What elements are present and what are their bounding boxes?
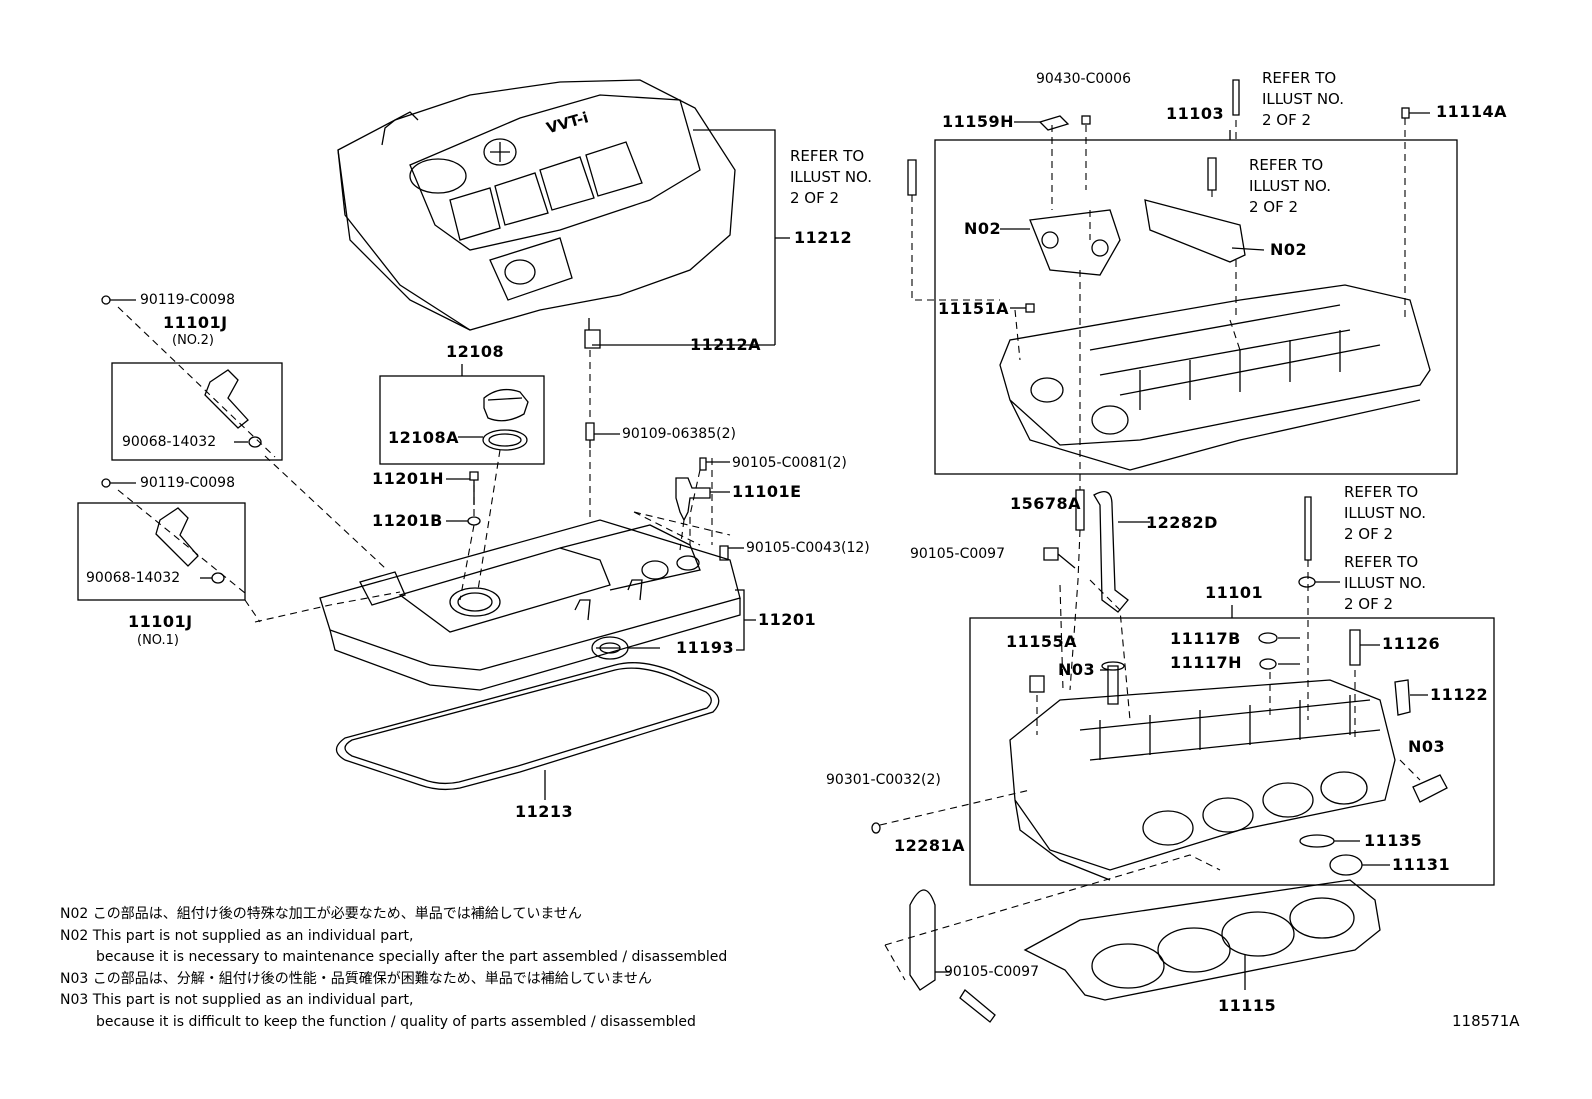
- cam-sensor-illustration: [675, 477, 730, 522]
- part-label-12108[interactable]: 12108: [446, 342, 505, 361]
- ocv-no2-tag: (NO.2): [172, 333, 214, 348]
- part-label-11101J-no2[interactable]: 11101J: [163, 313, 228, 332]
- refer-line-3: 2 OF 2: [1344, 595, 1394, 613]
- footnotes: N02 この部品は、組付け後の特殊な加工が必要なため、単品では補給していません …: [60, 904, 727, 1033]
- gasket-11193-illustration: [591, 636, 660, 660]
- part-label-11101J-no1[interactable]: 11101J: [128, 612, 193, 631]
- refer-note-bolt-2: REFER TO ILLUST NO. 2 OF 2: [1344, 482, 1426, 545]
- refer-line-3: 2 OF 2: [790, 189, 840, 207]
- engine-cover-illustration: [337, 79, 790, 349]
- note-n03-en-2: because it is difficult to keep the func…: [96, 1013, 696, 1030]
- part-label-11101E[interactable]: 11101E: [732, 482, 802, 501]
- part-label-11117H[interactable]: 11117H: [1170, 653, 1243, 672]
- refer-line-2: ILLUST NO.: [1344, 574, 1427, 592]
- part-label-90109[interactable]: 90109-06385(2): [622, 426, 736, 442]
- part-label-11117B[interactable]: 11117B: [1170, 629, 1241, 648]
- note-n02-en-1: N02 This part is not supplied as an indi…: [60, 927, 414, 944]
- part-label-11159H[interactable]: 11159H: [942, 112, 1015, 131]
- refer-note-bolt: REFER TO ILLUST NO. 2 OF 2: [1249, 155, 1331, 218]
- note-n03-jp: N03 この部品は、分解・組付け後の性能・品質確保が困難なため、単品では補給して…: [60, 970, 652, 987]
- ocv-no2-illustration: [101, 295, 283, 461]
- n02-label-a: N02: [964, 219, 1002, 238]
- refer-line-2: ILLUST NO.: [1249, 177, 1332, 195]
- assembly-leader-lines: [117, 118, 1421, 981]
- note-n02-en-2: because it is necessary to maintenance s…: [96, 949, 728, 965]
- refer-line-3: 2 OF 2: [1344, 525, 1394, 543]
- refer-line-2: ILLUST NO.: [1344, 504, 1427, 522]
- camshaft-housing-illustration: [907, 79, 1458, 475]
- part-label-12281A[interactable]: 12281A: [894, 836, 966, 855]
- part-label-90068-a[interactable]: 90068-14032: [122, 434, 217, 450]
- diagram-id: 118571A: [1452, 1012, 1520, 1030]
- engine-hanger-12282D-illustration: [1043, 489, 1150, 613]
- part-label-90105-c0043[interactable]: 90105-C0043(12): [746, 540, 870, 556]
- refer-line-1: REFER TO: [1249, 156, 1324, 174]
- engine-hanger-12281A-illustration: [909, 889, 996, 1023]
- part-label-12108A[interactable]: 12108A: [388, 428, 460, 447]
- refer-line-1: REFER TO: [790, 147, 865, 165]
- refer-line-2: ILLUST NO.: [1262, 90, 1345, 108]
- part-label-11213[interactable]: 11213: [515, 802, 574, 821]
- head-cover-bolts-illustration: [446, 422, 744, 561]
- note-n03-en-1: N03 This part is not supplied as an indi…: [60, 992, 414, 1008]
- part-label-11115[interactable]: 11115: [1218, 996, 1277, 1015]
- part-label-90301[interactable]: 90301-C0032(2): [826, 772, 941, 788]
- part-label-11103[interactable]: 11103: [1166, 104, 1225, 123]
- note-n02-jp: N02 この部品は、組付け後の特殊な加工が必要なため、単品では補給していません: [60, 906, 582, 922]
- ocv-no1-illustration: [77, 478, 246, 601]
- cylinder-head-illustration: [871, 496, 1495, 886]
- part-label-11101[interactable]: 11101: [1205, 583, 1264, 602]
- part-label-11131[interactable]: 11131: [1392, 855, 1451, 874]
- refer-note-washer: REFER TO ILLUST NO. 2 OF 2: [1344, 552, 1426, 615]
- part-label-11201H[interactable]: 11201H: [372, 469, 445, 488]
- part-label-15678A[interactable]: 15678A: [1010, 494, 1082, 513]
- refer-line-3: 2 OF 2: [1262, 111, 1312, 129]
- refer-note-11103: REFER TO ILLUST NO. 2 OF 2: [1262, 68, 1344, 131]
- part-label-11212[interactable]: 11212: [794, 228, 853, 247]
- part-label-11193[interactable]: 11193: [676, 638, 735, 657]
- part-label-12282D[interactable]: 12282D: [1146, 513, 1218, 532]
- part-label-11151A[interactable]: 11151A: [938, 299, 1010, 318]
- refer-line-2: ILLUST NO.: [790, 168, 873, 186]
- part-label-90119-b[interactable]: 90119-C0098: [140, 475, 235, 491]
- refer-line-1: REFER TO: [1262, 69, 1337, 87]
- part-label-90068-b[interactable]: 90068-14032: [86, 570, 181, 586]
- oil-filler-cap-illustration: [379, 364, 545, 465]
- n02-label-b: N02: [1270, 240, 1308, 259]
- part-label-11201[interactable]: 11201: [758, 610, 817, 629]
- part-label-90105-c0097-a[interactable]: 90105-C0097: [910, 546, 1005, 562]
- part-label-90430[interactable]: 90430-C0006: [1036, 71, 1131, 87]
- part-label-90105-c0097-b[interactable]: 90105-C0097: [944, 964, 1039, 980]
- head-gasket-illustration: [1023, 879, 1381, 1001]
- n03-label-a: N03: [1058, 660, 1096, 679]
- part-label-11155A[interactable]: 11155A: [1006, 632, 1078, 651]
- part-label-90105-c0081[interactable]: 90105-C0081(2): [732, 455, 847, 471]
- part-label-11126[interactable]: 11126: [1382, 634, 1441, 653]
- part-label-11114A[interactable]: 11114A: [1436, 102, 1508, 121]
- refer-note-cover: REFER TO ILLUST NO. 2 OF 2: [790, 146, 872, 209]
- part-label-11201B[interactable]: 11201B: [372, 511, 443, 530]
- refer-line-1: REFER TO: [1344, 483, 1419, 501]
- refer-line-1: REFER TO: [1344, 553, 1419, 571]
- refer-line-3: 2 OF 2: [1249, 198, 1299, 216]
- part-label-11212A[interactable]: 11212A: [690, 335, 762, 354]
- head-cover-gasket-illustration: [335, 662, 720, 800]
- part-label-11122[interactable]: 11122: [1430, 685, 1489, 704]
- part-label-90119-a[interactable]: 90119-C0098: [140, 292, 235, 308]
- ocv-no1-tag: (NO.1): [137, 633, 179, 648]
- n03-label-b: N03: [1408, 737, 1446, 756]
- head-cover-illustration: [319, 519, 756, 691]
- part-label-11135[interactable]: 11135: [1364, 831, 1423, 850]
